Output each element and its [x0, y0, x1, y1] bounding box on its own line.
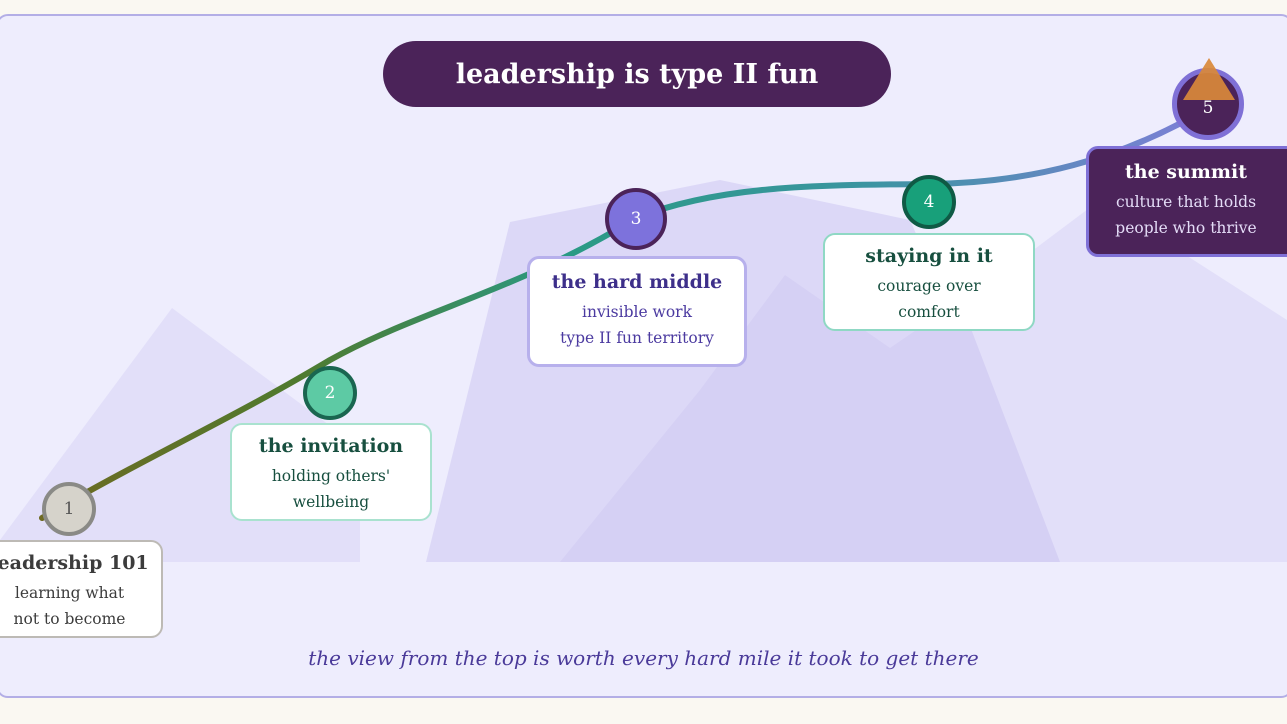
stage-5-title: the summit [1089, 161, 1283, 183]
stage-3-title: the hard middle [530, 271, 744, 293]
stage-4-line-1: courage over [825, 273, 1033, 299]
stage-5-line-2: people who thrive [1089, 215, 1283, 241]
stage-4-line-2: comfort [825, 299, 1033, 325]
stage-5-card: the summit culture that holds people who… [1086, 146, 1287, 257]
stage-3-line-1: invisible work [530, 299, 744, 325]
stage-4-number: 4 [924, 192, 935, 212]
tagline: the view from the top is worth every har… [0, 646, 1287, 670]
stage-4-card: staying in it courage over comfort [823, 233, 1035, 331]
stage-1-title: leadership 101 [0, 552, 161, 574]
stage-4-title: staying in it [825, 245, 1033, 267]
stage-2-card: the invitation holding others' wellbeing [230, 423, 432, 521]
stage-3-line-2: type II fun territory [530, 325, 744, 351]
stage-2-marker: 2 [303, 366, 357, 420]
stage-1-line-2: not to become [0, 606, 161, 632]
stage-1-card: leadership 101 learning what not to beco… [0, 540, 163, 638]
stage-5-line-1: culture that holds [1089, 189, 1283, 215]
stage-3-card: the hard middle invisible work type II f… [527, 256, 747, 367]
stage-2-number: 2 [325, 383, 336, 403]
summit-peak-icon [1181, 56, 1237, 102]
stage-4-marker: 4 [902, 175, 956, 229]
stage-3-marker: 3 [605, 188, 667, 250]
stage-2-title: the invitation [232, 435, 430, 457]
stage-2-line-2: wellbeing [232, 489, 430, 515]
diagram-title: leadership is type II fun [383, 41, 891, 107]
stage-1-line-1: learning what [0, 580, 161, 606]
stage-1-number: 1 [64, 499, 75, 519]
stage-3-number: 3 [631, 209, 642, 229]
stage-2-line-1: holding others' [232, 463, 430, 489]
stage-1-marker: 1 [42, 482, 96, 536]
